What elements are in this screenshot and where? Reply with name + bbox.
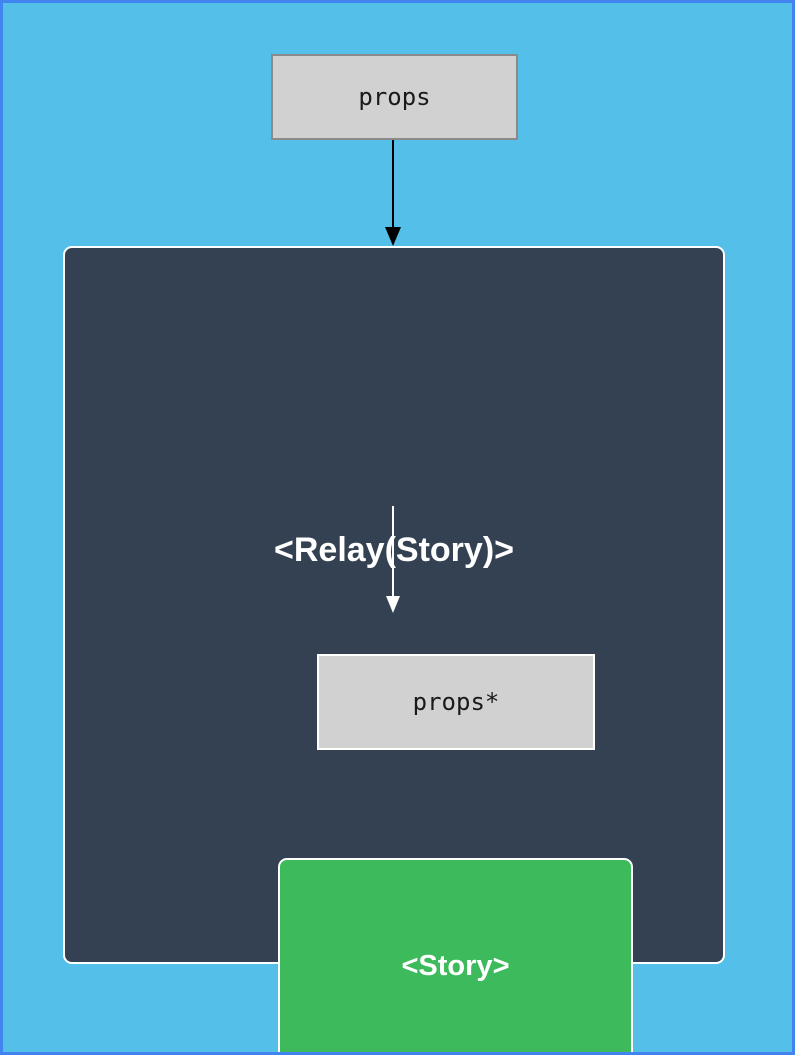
relay-story-container: <Relay(Story)> props* <Story> (63, 246, 725, 1052)
props-to-relay-arrowhead-icon (385, 227, 401, 246)
props-star-to-story-arrowhead-icon (386, 596, 400, 613)
props-star-node-label: props* (412, 688, 500, 716)
props-star-node: props* (317, 654, 595, 750)
relay-container-title: <Relay(Story)> (274, 531, 514, 569)
props-node: props (271, 54, 518, 140)
story-node: <Story> (278, 858, 633, 1052)
props-node-label: props (358, 83, 431, 111)
props-star-to-story-arrow-line (392, 506, 394, 598)
story-node-label: <Story> (401, 950, 510, 982)
props-to-relay-arrow-line (392, 140, 394, 228)
